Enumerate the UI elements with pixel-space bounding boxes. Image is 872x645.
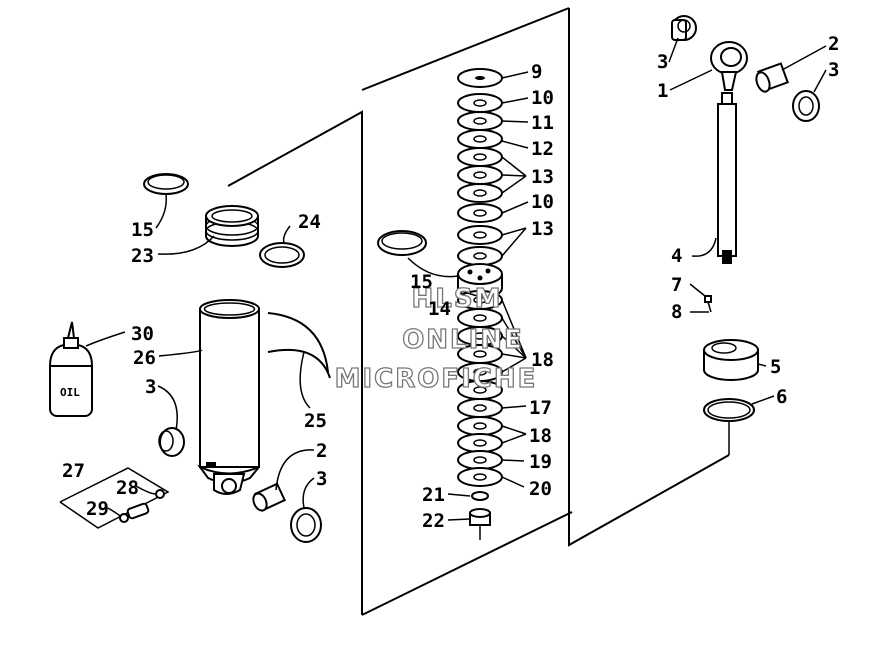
callout-3-left-lower: 3 [316,468,327,490]
callout-7: 7 [671,274,682,296]
part-30-oil-bottle: OIL [48,321,94,417]
part-3-bushing-right-upper [671,15,697,41]
watermark-line-1: HLSM [412,284,503,314]
part-25-reservoir-lines [267,312,331,379]
callout-3-right: 3 [657,51,668,73]
callout-28: 28 [116,477,139,499]
part-1-eyelet [710,41,748,91]
callout-29: 29 [86,498,109,520]
part-5-bearing-cap [703,339,759,381]
callout-2-left: 2 [316,440,327,462]
callout-23: 23 [131,245,154,267]
callout-10: 10 [531,87,554,109]
part-3-bushing-left-lower [290,507,322,543]
part-15-seal-ring-left [143,173,189,195]
callout-27: 27 [62,460,85,482]
callout-14: 14 [428,298,451,320]
callout-25: 25 [304,410,327,432]
part-3-bushing-left-upper [158,427,185,457]
part-15-seal-ring-middle [377,230,427,256]
part-24-o-ring [259,242,305,268]
callout-30: 30 [131,323,154,345]
callout-17: 17 [529,397,552,419]
callout-15-left: 15 [131,219,154,241]
callout-18-second: 18 [529,425,552,447]
watermark-line-2: ONLINE [402,325,524,355]
part-4-shaft [717,92,737,264]
callout-24: 24 [298,211,321,233]
part-2-sleeve-left [252,482,287,512]
part-26-shock-body [196,299,260,495]
callout-22: 22 [422,510,445,532]
callout-10-second: 10 [531,191,554,213]
callout-21: 21 [422,484,445,506]
part-7-screw [704,295,712,313]
callout-8: 8 [671,301,682,323]
callout-18: 18 [531,349,554,371]
callout-1: 1 [657,80,668,102]
left-panel-outline [227,110,363,615]
callout-labels: 9 10 11 12 13 10 13 15 14 18 17 18 19 20… [62,33,839,532]
callout-2-right: 2 [828,33,839,55]
part-3-bushing-right-lower [792,90,820,122]
callout-13: 13 [531,166,554,188]
callout-26: 26 [133,347,156,369]
callout-3-left: 3 [145,376,156,398]
callout-20: 20 [529,478,552,500]
shim-stack [457,68,503,540]
callout-9: 9 [531,61,542,83]
leader-lines [85,37,827,521]
callout-13-second: 13 [531,218,554,240]
callout-6: 6 [776,386,787,408]
callout-19: 19 [529,451,552,473]
part-27-valve-kit [59,467,170,529]
part-6-o-ring [703,398,755,422]
callout-3-right-lower: 3 [828,59,839,81]
part-23-collar [205,205,259,247]
middle-panel-outline [361,7,730,616]
callout-15-middle: 15 [410,271,433,293]
oil-bottle-label: OIL [60,386,80,399]
part-2-sleeve-right [755,62,789,93]
callout-11: 11 [531,112,554,134]
watermark-line-3: MICROFICHE [335,364,538,394]
callout-4: 4 [671,245,682,267]
watermark: HLSM ONLINE MICROFICHE [334,283,538,394]
callout-12: 12 [531,138,554,160]
callout-5: 5 [770,356,781,378]
